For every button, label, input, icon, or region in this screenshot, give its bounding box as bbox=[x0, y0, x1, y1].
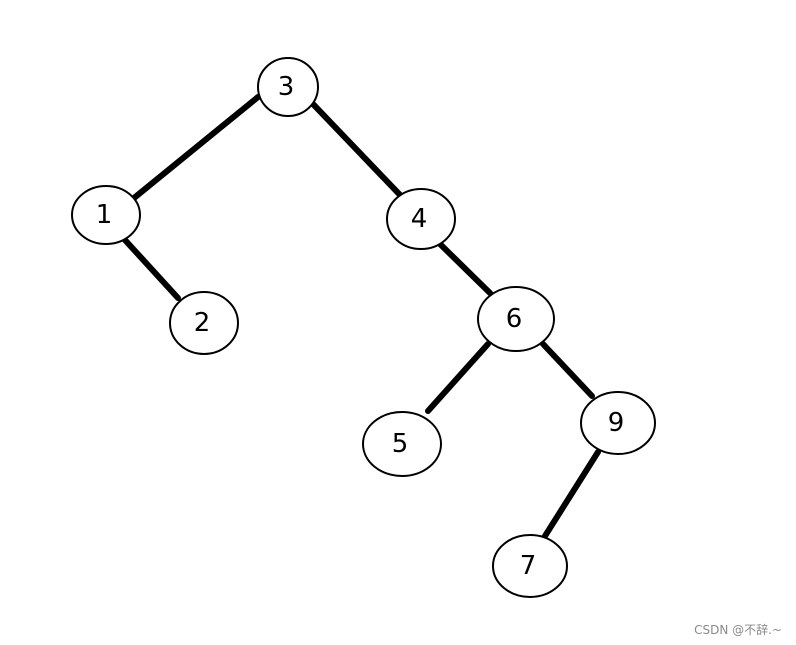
node-label-3: 3 bbox=[278, 72, 295, 102]
node-circle-7 bbox=[492, 534, 568, 598]
tree-node-7: 7 bbox=[492, 534, 568, 598]
node-label-9: 9 bbox=[608, 408, 625, 438]
node-circle-4 bbox=[386, 188, 456, 250]
edge-3-1 bbox=[131, 94, 261, 201]
node-label-7: 7 bbox=[520, 551, 537, 581]
tree-node-2: 2 bbox=[169, 291, 239, 355]
node-label-2: 2 bbox=[194, 308, 211, 338]
tree-node-3: 3 bbox=[257, 57, 319, 117]
tree-node-5: 5 bbox=[362, 411, 442, 477]
edge-6-9 bbox=[540, 341, 595, 399]
node-circle-3 bbox=[257, 57, 319, 117]
node-circle-6 bbox=[477, 286, 555, 352]
edge-6-5 bbox=[425, 341, 491, 414]
node-circle-2 bbox=[169, 291, 239, 355]
tree-node-1: 1 bbox=[71, 185, 141, 245]
tree-nodes: 3 1 4 2 6 5 9 7 bbox=[71, 57, 656, 598]
edge-3-4 bbox=[309, 100, 405, 200]
node-circle-1 bbox=[71, 185, 141, 245]
node-circle-5 bbox=[362, 411, 442, 477]
edge-4-6 bbox=[437, 241, 493, 296]
watermark: CSDN @不辞.~ bbox=[694, 623, 782, 637]
tree-node-9: 9 bbox=[580, 391, 656, 455]
tree-node-4: 4 bbox=[386, 188, 456, 250]
node-label-6: 6 bbox=[506, 304, 523, 334]
edge-9-7 bbox=[542, 449, 601, 539]
node-label-4: 4 bbox=[411, 204, 428, 234]
node-label-5: 5 bbox=[392, 429, 409, 459]
node-label-1: 1 bbox=[96, 200, 113, 230]
tree-node-6: 6 bbox=[477, 286, 555, 352]
node-circle-9 bbox=[580, 391, 656, 455]
tree-edges bbox=[122, 94, 601, 539]
edge-1-2 bbox=[122, 237, 181, 301]
